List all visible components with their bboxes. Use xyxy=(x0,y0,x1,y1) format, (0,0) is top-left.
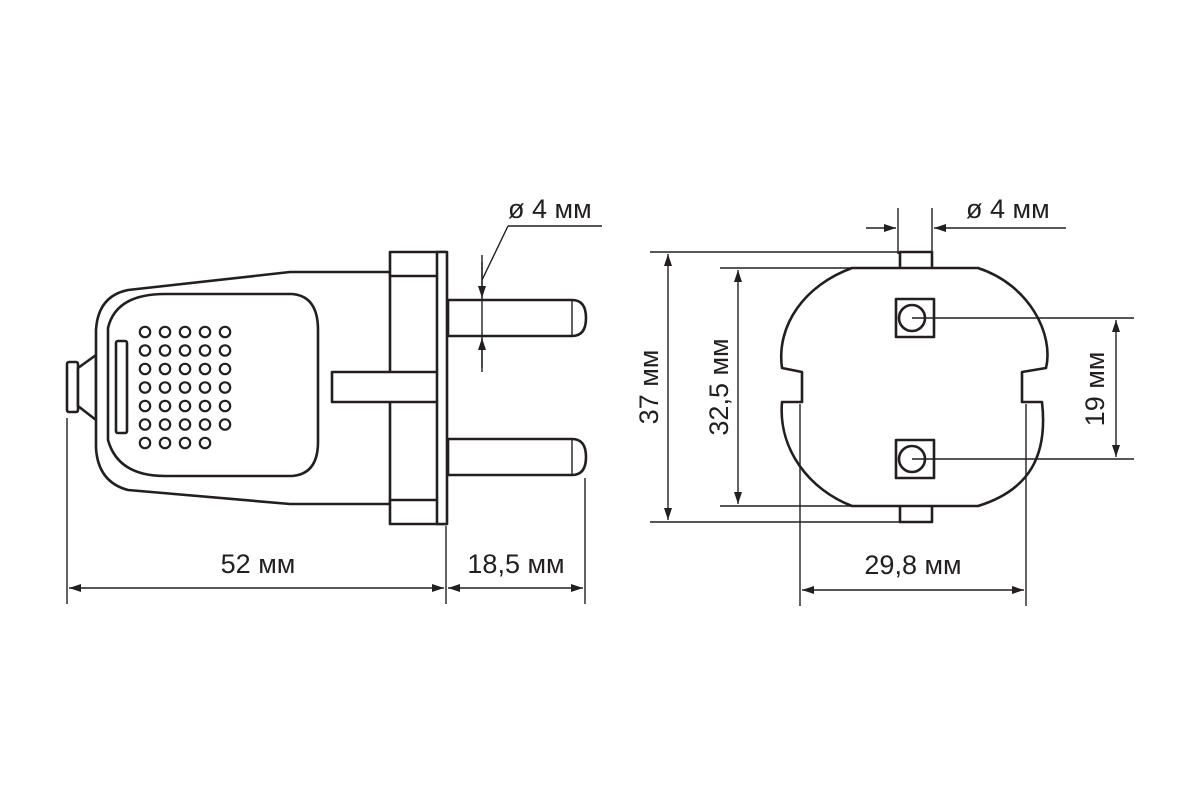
vent-hole xyxy=(178,418,192,431)
vent-hole xyxy=(178,325,192,339)
vent-hole xyxy=(158,325,172,339)
front-body xyxy=(779,266,1049,508)
side-length-dims: 52 мм 18,5 мм xyxy=(66,418,586,604)
front-pin-diameter-label: ø 4 мм xyxy=(966,194,1050,224)
vent-hole xyxy=(178,362,192,376)
body-height-label: 32,5 мм xyxy=(704,338,734,435)
side-view: ø 4 мм 52 мм 18,5 мм xyxy=(65,194,602,604)
vent-hole xyxy=(158,436,172,450)
vent-hole xyxy=(198,418,212,431)
vent-hole xyxy=(138,344,152,357)
vent-hole xyxy=(198,344,212,357)
vent-hole xyxy=(198,399,212,413)
cable-tip xyxy=(65,353,98,422)
vent-hole xyxy=(218,362,232,376)
vent-hole xyxy=(198,325,212,339)
vent-hole xyxy=(198,362,212,376)
right-notch xyxy=(1021,367,1047,373)
vent-holes xyxy=(138,325,232,450)
body-length-label: 52 мм xyxy=(221,549,296,579)
vent-hole xyxy=(138,436,152,450)
vent-hole xyxy=(138,418,152,431)
vent-hole xyxy=(178,344,192,357)
vent-hole xyxy=(158,418,172,431)
pin-spacing-dim: 19 мм xyxy=(912,317,1134,460)
front-view: ø 4 мм 37 мм 32,5 мм 19 мм 2 xyxy=(634,194,1134,606)
body-height-dim: 32,5 мм xyxy=(704,267,852,507)
vent-hole xyxy=(218,325,232,339)
side-pin-diameter-label: ø 4 мм xyxy=(508,194,592,224)
total-height-label: 37 мм xyxy=(634,350,664,425)
vent-hole xyxy=(158,399,172,413)
vent-hole xyxy=(218,344,232,357)
front-pin-diameter-dim: ø 4 мм xyxy=(866,194,1066,254)
side-pin-top xyxy=(446,298,588,338)
side-pin-bottom xyxy=(446,437,588,477)
vent-hole xyxy=(198,436,212,450)
vent-hole xyxy=(138,399,152,413)
vent-hole xyxy=(178,381,192,394)
vent-hole xyxy=(218,418,232,431)
total-height-dim: 37 мм xyxy=(634,251,900,523)
vent-hole xyxy=(138,325,152,339)
vent-hole xyxy=(158,362,172,376)
pin-spacing-label: 19 мм xyxy=(1080,352,1110,427)
grip-panel xyxy=(106,292,320,478)
body-width-label: 29,8 мм xyxy=(864,550,961,580)
vent-hole xyxy=(158,344,172,357)
earth-rail xyxy=(330,370,447,404)
vent-hole xyxy=(178,436,192,450)
left-notch xyxy=(781,367,803,373)
side-pin-diameter-dim: ø 4 мм xyxy=(478,194,602,372)
plug-face xyxy=(435,250,449,526)
vent-hole xyxy=(198,381,212,394)
vent-hole xyxy=(178,399,192,413)
vent-hole xyxy=(138,381,152,394)
vent-hole xyxy=(218,399,232,413)
vent-hole xyxy=(138,362,152,376)
body-width-dim: 29,8 мм xyxy=(799,404,1027,606)
vent-hole xyxy=(158,381,172,394)
grip-slot xyxy=(114,339,129,435)
vent-hole xyxy=(218,381,232,394)
pin-length-label: 18,5 мм xyxy=(467,549,564,579)
